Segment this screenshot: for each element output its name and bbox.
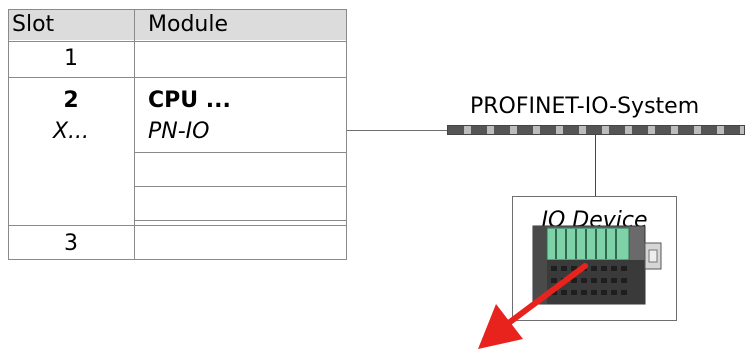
slot-1-module-cell[interactable] bbox=[134, 42, 347, 76]
slot-2-cell[interactable]: 2 bbox=[63, 88, 79, 113]
column-divider bbox=[8, 9, 9, 260]
cpu-module-cell[interactable]: CPU ... bbox=[148, 88, 231, 113]
slot-header: Slot bbox=[8, 9, 134, 40]
slot-3-cell[interactable]: 3 bbox=[64, 231, 78, 256]
row-divider bbox=[8, 9, 347, 10]
hardware-config-table: Slot Module 1 2 CPU ... X... PN-IO 3 bbox=[8, 9, 347, 260]
row-divider bbox=[8, 41, 347, 42]
row-divider bbox=[134, 186, 347, 187]
empty-subslot-row[interactable] bbox=[134, 189, 347, 217]
io-device-box[interactable]: IO Device bbox=[512, 196, 677, 321]
profinet-system-label: PROFINET-IO-System bbox=[470, 94, 700, 119]
row-divider bbox=[8, 225, 347, 226]
slot-3-module-cell[interactable] bbox=[134, 233, 347, 260]
profinet-bus-bar[interactable] bbox=[447, 125, 745, 135]
pn-io-connection-line bbox=[347, 130, 447, 131]
column-divider bbox=[134, 9, 135, 260]
module-header: Module bbox=[134, 9, 347, 40]
io-device-label: IO Device bbox=[541, 208, 648, 233]
column-divider bbox=[346, 9, 347, 260]
empty-subslot-row[interactable] bbox=[134, 157, 347, 185]
row-divider bbox=[8, 259, 347, 260]
row-divider bbox=[134, 220, 347, 221]
slot-1-cell[interactable]: 1 bbox=[64, 46, 78, 71]
device-drop-line bbox=[595, 135, 596, 196]
pn-io-module-cell[interactable]: PN-IO bbox=[148, 119, 210, 144]
pn-io-slot-cell[interactable]: X... bbox=[52, 119, 90, 144]
row-divider bbox=[8, 77, 347, 78]
row-divider bbox=[134, 152, 347, 153]
